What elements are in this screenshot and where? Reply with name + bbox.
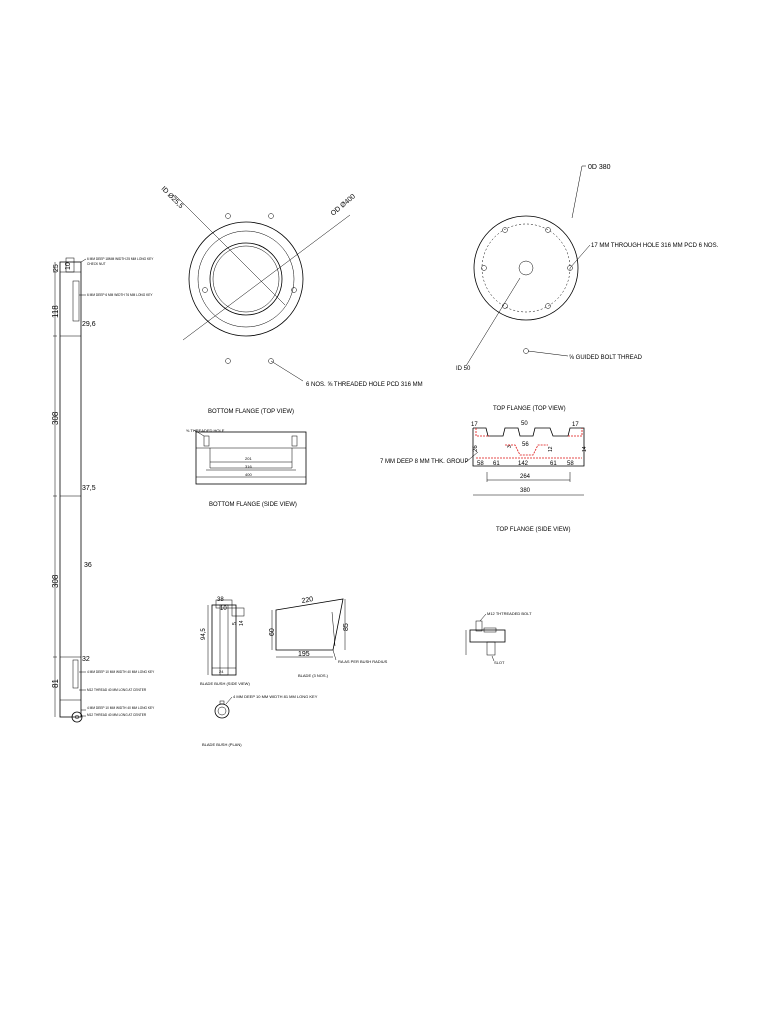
top-flange-dim-14: 14 [582, 446, 588, 452]
blade-dim-60: 60 [269, 628, 276, 636]
shaft-dim-29-6: 29,6 [82, 321, 96, 328]
bottom-flange-dim-400: 400 [245, 472, 252, 477]
top-flange-od-label: 0D 380 [588, 164, 611, 171]
shaft-note-thread-bottom: M12 THREAD 40 MM LONG AT CENTER [87, 713, 147, 717]
top-flange-dim-17-right: 17 [572, 422, 579, 428]
blade-dim-220: 220 [301, 596, 314, 605]
bottom-flange-side-title: BOTTOM FLANGE (SIDE VIEW) [209, 502, 297, 508]
top-flange-side-title: TOP FLANGE (SIDE VIEW) [496, 527, 570, 533]
blade-bush-side-title: BLADE BUSH (SIDE VIEW) [200, 681, 250, 686]
shaft-note-thread-lower: M12 THREAD 40 MM LONG AT CENTER [87, 688, 147, 692]
blade-bush-plan-note: 4 MM DEEP 10 MM WIDTH 81 MM LONG KEY [233, 694, 318, 699]
blade-dim-195: 195 [298, 651, 310, 658]
bolt-label: M12 THTREADED BOLT [487, 611, 532, 616]
top-flange-top-view: 0D 380 17 MM THROUGH HOLE 316 MM PCD 6 N… [456, 164, 719, 412]
blade-bush-dim-94-5: 94,5 [201, 628, 207, 640]
top-flange-dim-17-left: 17 [471, 422, 478, 428]
shaft-dim-36: 36 [84, 562, 92, 569]
top-flange-dim-3: 3 [507, 445, 513, 448]
top-flange-dim-12: 12 [548, 446, 554, 452]
bottom-flange-dim-316: 316 [245, 464, 252, 469]
bottom-flange-side-view: ⅝ THREADED HOLE 201 316 400 BOTTOM FLANG… [186, 428, 307, 508]
blade-bush-plan-view: 4 MM DEEP 10 MM WIDTH 81 MM LONG KEY BLA… [202, 694, 318, 747]
bottom-flange-top-view: ID Ø25,5 OD Ø400 6 NOS. ⅝ THREADED HOLE … [160, 185, 423, 415]
blade-bush-dim-24: 24 [219, 669, 224, 674]
top-flange-dim-380: 380 [520, 488, 531, 494]
top-flange-bolt-label: ⅝ GUIDED BOLT THREAD [569, 355, 643, 361]
top-flange-dim-56: 56 [522, 442, 529, 448]
top-flange-dim-264: 264 [520, 474, 531, 480]
blade-bush-dim-10: 10 [220, 606, 227, 612]
shaft-dim-25: 25 [53, 264, 60, 272]
top-flange-top-title: TOP FLANGE (TOP VIEW) [493, 406, 566, 412]
slot-label: SLOT [494, 660, 505, 665]
blade-bush-plan-title: BLADE BUSH (PLAN) [202, 742, 242, 747]
top-flange-id-label: ID 50 [456, 366, 471, 372]
bottom-flange-dim-201: 201 [245, 456, 252, 461]
bottom-flange-side-note: ⅝ THREADED HOLE [186, 428, 225, 433]
bottom-flange-hole-label: 6 NOS. ⅝ THREADED HOLE PCD 316 MM [306, 382, 423, 388]
blade-bush-dim-38: 38 [217, 597, 224, 603]
shaft-note-key-upper: 6 MM DEEP 6 MM WIDTH 76 MM LONG KEY [87, 293, 153, 297]
blade-dim-85: 85 [343, 623, 350, 631]
shaft-dim-81: 81 [51, 679, 60, 688]
blade-bush-side-view: 38 10 94,5 5 14 24 BLADE BUSH (SIDE VIEW… [200, 597, 250, 686]
shaft-dim-37-5: 37,5 [82, 485, 96, 492]
top-flange-dim-61-left: 61 [493, 461, 500, 467]
shaft-note-check-nut: CHECK NUT [87, 262, 106, 266]
bottom-flange-od-label: OD Ø400 [330, 193, 357, 217]
shaft-note-key-top: 6 MM DEEP 18MM WIDTH 25 MM LONG KEY [87, 257, 154, 261]
shaft-note-key-lower: 4 MM DEEP 10 MM WIDTH 40 MM LONG KEY [87, 670, 155, 674]
top-flange-side-view: 17 50 17 26 3 56 12 14 58 61 142 61 58 2… [380, 421, 588, 533]
top-flange-dim-58-left: 58 [477, 461, 484, 467]
top-flange-dim-58-right: 58 [567, 461, 574, 467]
shaft-dim-118: 118 [51, 305, 60, 318]
top-flange-dim-142: 142 [518, 461, 529, 467]
bolt-slot-detail: M12 THTREADED BOLT SLOT [465, 611, 532, 665]
top-flange-dim-50: 50 [521, 421, 528, 427]
shaft-note-key-bottom: 4 MM DEEP 10 MM WIDTH 40 MM LONG KEY [87, 706, 155, 710]
top-flange-groove-label: 7 MM DEEP 8 MM THK. GROUP [380, 459, 468, 465]
shaft-dim-308-lower: 308 [51, 574, 60, 588]
top-flange-hole-label: 17 MM THROUGH HOLE 316 MM PCD 6 NOS. [591, 243, 719, 249]
top-flange-dim-61-right: 61 [550, 461, 557, 467]
blade-view: 220 60 85 195 RA AS PER BUSH RADIUS BLAD… [269, 596, 388, 678]
blade-note-radius: RA AS PER BUSH RADIUS [338, 659, 388, 664]
shaft-dim-308-upper: 308 [51, 411, 60, 425]
shaft-dim-10: 10 [65, 262, 72, 270]
blade-title: BLADE (3 NOS.) [298, 673, 329, 678]
blade-bush-dim-5: 5 [232, 622, 238, 625]
bottom-flange-id-label: ID Ø25,5 [160, 185, 185, 210]
top-flange-dim-26: 26 [473, 445, 479, 452]
blade-bush-dim-14: 14 [239, 620, 245, 626]
shaft-dim-32: 32 [82, 656, 90, 663]
shaft-side-view: 25 10 118 29,6 308 37,5 36 308 32 81 6 M… [51, 257, 155, 723]
bottom-flange-top-title: BOTTOM FLANGE (TOP VIEW) [208, 409, 294, 415]
